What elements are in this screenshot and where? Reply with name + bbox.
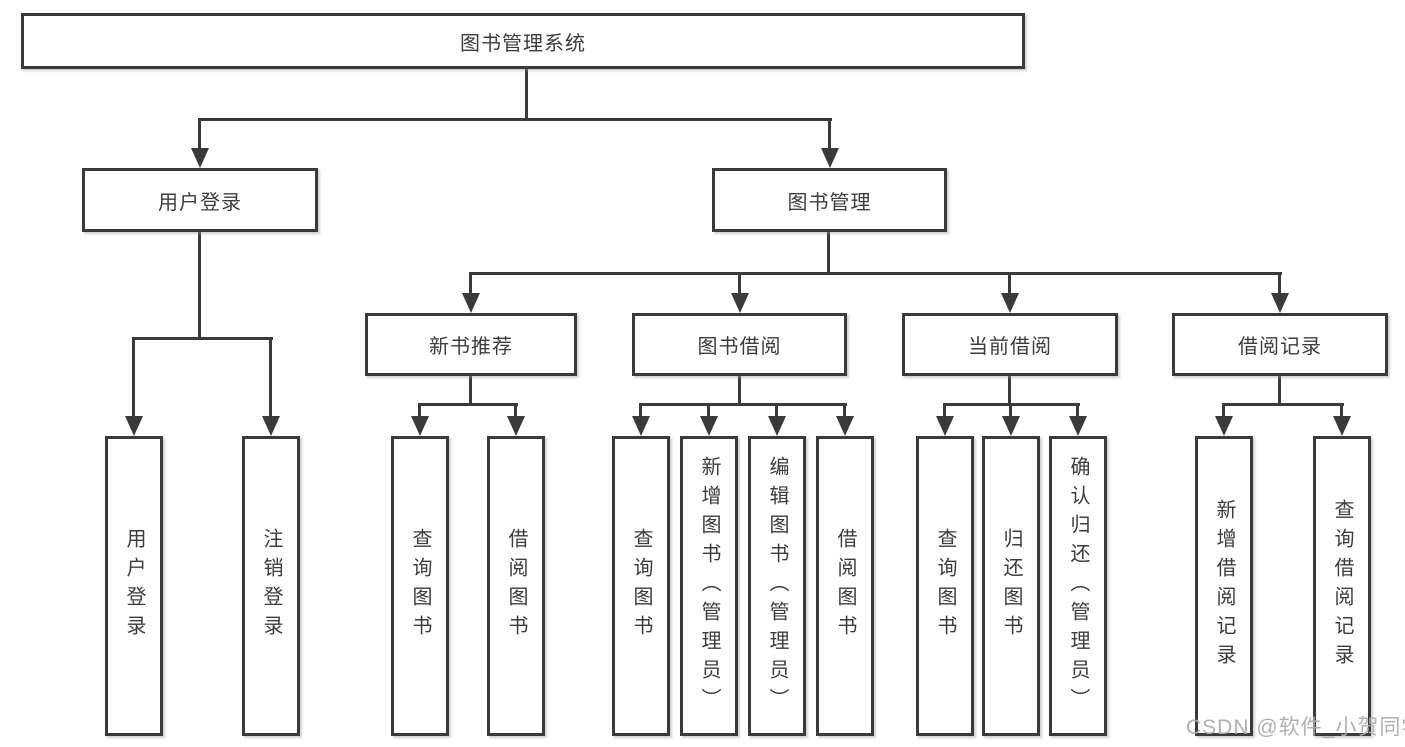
arrow-down-icon [936,416,954,436]
connector-recommend-stub [469,376,472,403]
connector-borrowing-shaft-3 [775,403,778,419]
connector-recommend-shaft-1 [418,403,421,419]
connector-recommend-horizontal [418,403,518,406]
arrow-down-icon [1069,416,1087,436]
connector-root-right-shaft [828,118,831,152]
node-book-borrowing: 图书借阅 [632,313,847,376]
connector-borrowing-stub [738,376,741,403]
node-query-borrow-record: 查询借阅记录 [1313,436,1371,736]
connector-current-shaft-3 [1076,403,1079,419]
connector-current-shaft-1 [943,403,946,419]
node-current-borrowing: 当前借阅 [902,313,1118,376]
connector-userlogin-shaft-2 [269,337,272,419]
arrow-down-icon [1271,293,1289,313]
connector-root-left-shaft [198,118,201,152]
arrow-down-icon [1215,416,1233,436]
node-borrow-books-borrowing: 借阅图书 [816,436,874,736]
connector-userlogin-horizontal [132,337,273,340]
arrow-down-icon [1333,416,1351,436]
arrow-down-icon [768,416,786,436]
connector-bookmgmt-stub [827,232,830,272]
connector-userlogin-shaft-1 [132,337,135,419]
connector-current-shaft-2 [1009,403,1012,419]
node-return-books: 归还图书 [982,436,1040,736]
connector-bookmgmt-horizontal [469,272,1282,275]
node-query-books-borrowing: 查询图书 [612,436,670,736]
node-query-books-recommend: 查询图书 [391,436,449,736]
node-logout: 注销登录 [242,436,300,736]
node-add-borrow-record: 新增借阅记录 [1195,436,1253,736]
node-borrowing-records: 借阅记录 [1172,313,1388,376]
connector-borrowing-shaft-1 [639,403,642,419]
connector-recommend-shaft-2 [514,403,517,419]
arrow-down-icon [125,416,143,436]
connector-root-stub [525,69,528,118]
node-user-login-group: 用户登录 [82,168,318,232]
arrow-down-icon [1002,416,1020,436]
node-library-management-system: 图书管理系统 [21,13,1025,69]
connector-borrowing-horizontal [639,403,847,406]
connector-records-stub [1278,376,1281,403]
connector-root-horizontal [198,118,832,121]
connector-bookmgmt-shaft-4 [1278,272,1281,298]
arrow-down-icon [836,416,854,436]
arrow-down-icon [411,416,429,436]
arrow-down-icon [731,293,749,313]
connector-borrowing-shaft-4 [843,403,846,419]
connector-records-shaft-2 [1340,403,1343,419]
connector-records-shaft-1 [1222,403,1225,419]
arrow-down-icon [507,416,525,436]
arrow-down-icon [1001,293,1019,313]
arrow-down-icon [632,416,650,436]
connector-bookmgmt-shaft-1 [469,272,472,298]
node-new-book-recommendation: 新书推荐 [365,313,577,376]
connector-bookmgmt-shaft-2 [738,272,741,298]
node-add-book-admin: 新增图书（管理员） [680,436,738,736]
connector-borrowing-shaft-2 [707,403,710,419]
connector-current-stub [1008,376,1011,403]
node-edit-book-admin: 编辑图书（管理员） [748,436,806,736]
arrow-down-icon [462,293,480,313]
arrow-down-icon [700,416,718,436]
node-borrow-books-recommend: 借阅图书 [487,436,545,736]
connector-userlogin-stub [198,232,201,337]
node-confirm-return-admin: 确认归还（管理员） [1049,436,1107,736]
arrow-down-icon [262,416,280,436]
node-query-books-current: 查询图书 [916,436,974,736]
watermark: CSDN @软件_小贺同学 [1186,716,1405,739]
arrow-down-icon [191,148,209,168]
arrow-down-icon [821,148,839,168]
connector-bookmgmt-shaft-3 [1008,272,1011,298]
node-book-management: 图书管理 [712,168,947,232]
connector-records-horizontal [1222,403,1344,406]
node-user-login: 用户登录 [105,436,163,736]
